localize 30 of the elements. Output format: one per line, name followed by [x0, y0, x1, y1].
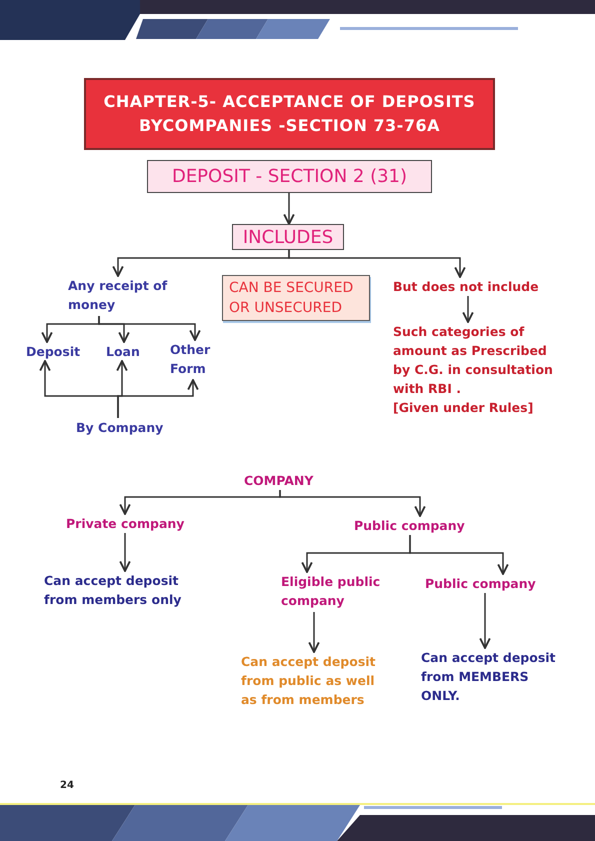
arrow	[308, 612, 320, 653]
node-text: Private company	[66, 514, 192, 533]
node-text: Can accept deposit from public as well as from members	[241, 652, 385, 712]
heading-box: INCLUDES	[232, 224, 344, 250]
node-text: Public company	[354, 516, 484, 535]
node-text: Any receipt of money	[68, 276, 192, 316]
arrow	[288, 250, 466, 278]
node-text: By Company	[76, 418, 166, 437]
node-text: But does not include	[393, 277, 551, 296]
node-text: Can accept deposit from members only	[44, 571, 196, 611]
title-banner: CHAPTER-5- ACCEPTANCE OF DEPOSITS BYCOMPANIES -SECTION 73-76A	[84, 78, 495, 150]
heading-box: DEPOSIT - SECTION 2 (31)	[147, 160, 432, 193]
node-text: Such categories of amount as Prescribed by C.G. in consultation with RBI . [Given under Rules]	[393, 322, 553, 426]
node-text: COMPANY	[244, 471, 326, 490]
arrow	[283, 193, 295, 225]
node-text: Loan	[106, 342, 146, 361]
note-box: CAN BE SECURED OR UNSECURED	[222, 275, 370, 321]
node-text: Public company	[425, 574, 555, 593]
arrow	[409, 535, 509, 575]
arrow	[479, 593, 491, 649]
arrow	[98, 316, 201, 341]
node-text: Eligible public company	[281, 572, 389, 612]
page-number: 24	[60, 780, 74, 791]
node-text: Can accept deposit from MEMBERS ONLY.	[421, 648, 561, 708]
arrow	[119, 533, 131, 572]
arrow	[462, 296, 474, 323]
node-text: Other Form	[170, 340, 222, 380]
arrow	[279, 490, 426, 517]
node-text: Deposit	[26, 342, 96, 361]
arrow	[117, 379, 199, 418]
